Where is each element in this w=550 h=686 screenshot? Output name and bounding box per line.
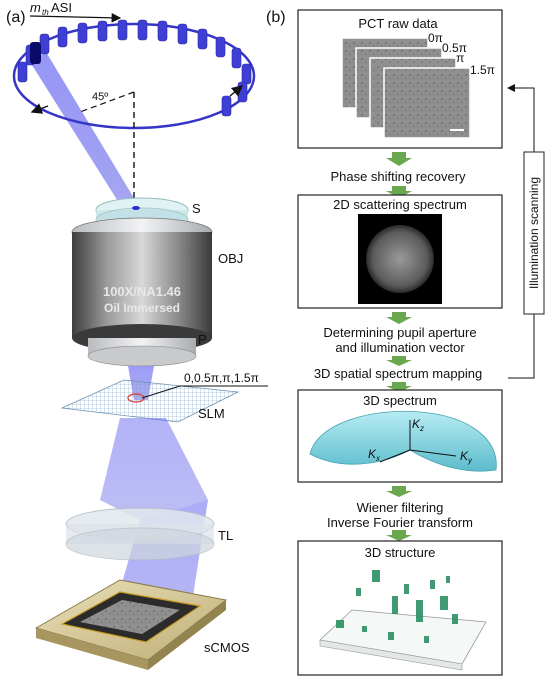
slm-device [60,379,240,423]
flow-arrow-icon [386,186,412,198]
objective-engraving-line1: 100X/NA1.46 [103,284,181,299]
kz-label: K [412,417,421,431]
objective-lens: 100X/NA1.46 Oil Immersed [71,217,213,367]
asi-label-prefix: m [30,0,41,15]
kx-axis [379,449,411,463]
camera-label: sCMOS [204,640,250,655]
spectrum-dome [309,410,497,472]
phase-pointer-line [141,385,181,399]
objective-engraving-line2: Oil Immersed [104,301,180,315]
spectrum-3d-title: 3D spectrum [363,393,437,408]
kx-label: K [368,447,377,461]
panel-b-label: (b) [266,9,286,26]
phase-1-label: π [456,51,464,65]
tube-lens-label: TL [218,528,233,543]
rotation-arrow-right-icon [229,85,244,97]
flow-arrow-icon [386,530,412,541]
structure-3d-title: 3D structure [365,545,436,560]
ky-label: K [460,449,469,463]
scattering-spectrum-title: 2D scattering spectrum [333,197,467,212]
objective-label: OBJ [218,251,243,266]
kx-subscript: x [375,454,381,463]
kz-subscript: z [419,424,424,433]
step-inverse-fourier: Inverse Fourier transform [327,515,473,530]
pupil-disk [366,225,434,293]
phase-05-label: 0.5π [442,41,467,55]
pupil-label: P [198,332,207,347]
illumination-scanning-box [523,151,545,315]
step-pupil-line1: Determining pupil aperture [323,325,476,340]
sample-label: S [192,201,201,216]
illumination-scanning-label: Illumination scanning [527,177,541,289]
raw-image-stack [341,37,471,139]
step-wiener-filtering: Wiener filtering [357,500,444,515]
flow-arrow-icon [386,312,412,324]
step-pupil-line2: and illumination vector [335,340,465,355]
ky-axis [409,449,457,457]
annular-illumination-ring [12,19,256,130]
slm-label: SLM [198,406,225,421]
angle-label: 45º [92,91,108,103]
rotation-arrow-left-icon [30,103,49,114]
pupil-ring-icon [127,393,145,403]
asi-label-suffix: ASI [51,0,72,15]
tube-lens [65,507,215,561]
flow-arrow-icon [386,382,412,392]
diverging-beam [100,418,208,520]
phase-0-label: 0π [428,31,443,45]
flow-arrow-icon [386,356,412,366]
panel-a-label: (a) [6,9,26,26]
asi-annotation: m th ASI [29,0,122,23]
flow-arrow-icon [386,486,412,497]
step-spectrum-mapping: 3D spatial spectrum mapping [314,366,482,381]
flow-arrow-icon [386,152,412,166]
step-phase-shifting: Phase shifting recovery [330,169,466,184]
ky-subscript: y [467,456,473,465]
active-led [30,42,41,64]
phase-values-label: 0,0.5π,π,1.5π [184,371,259,385]
oblique-illumination-beam [30,52,140,214]
asi-label-subscript: th [42,8,49,17]
structure-volume [319,570,487,671]
phase-15-label: 1.5π [470,63,495,77]
scmos-camera [34,579,228,670]
raw-data-title: PCT raw data [358,16,438,31]
